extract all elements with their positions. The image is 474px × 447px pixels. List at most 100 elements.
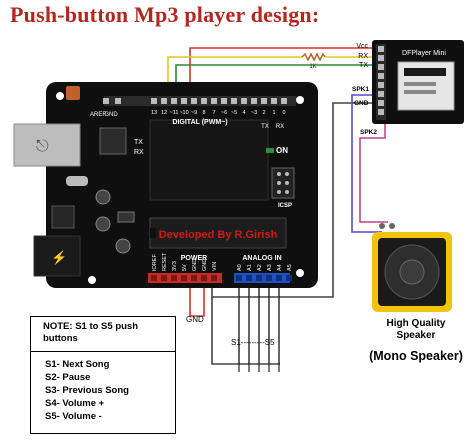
header-pin — [191, 275, 197, 281]
note-item: S2- Pause — [45, 372, 91, 383]
digital-pin-label: 13 — [151, 110, 157, 116]
header-pin — [201, 275, 207, 281]
gnd-wire-label: GND — [186, 315, 204, 324]
digital-pin-label: ~11 — [170, 110, 179, 116]
note-item: S5- Volume - — [45, 411, 102, 422]
digital-pin-label: 4 — [242, 110, 245, 116]
header-pin — [211, 98, 217, 104]
digital-pin-label: ~3 — [251, 110, 257, 116]
header-pin — [151, 275, 157, 281]
power-pin-label: IOREF — [152, 254, 158, 271]
reset-button[interactable] — [66, 86, 80, 100]
analog-label: ANALOG IN — [242, 255, 281, 262]
digital-pin-label: ~9 — [191, 110, 197, 116]
analog-button-wires — [238, 283, 280, 364]
header-pin — [251, 98, 257, 104]
note-box: NOTE: S1 to S5 push buttons S1- Next Son… — [30, 316, 176, 434]
buttons-label: S1---------S5 — [231, 338, 275, 347]
on-led — [266, 148, 274, 153]
analog-pin-label: A4 — [277, 264, 283, 271]
capacitor — [95, 216, 111, 232]
power-jack — [33, 235, 81, 277]
analog-pin-label: A3 — [267, 264, 273, 271]
usb-chip — [99, 127, 127, 155]
arduino-board: ⎋ ⚡ TX RX ON ICSP — [13, 82, 318, 288]
small-chip — [117, 211, 135, 223]
header-pin — [256, 275, 262, 281]
power-pin-label: VIN — [212, 262, 218, 271]
header-pin — [271, 98, 277, 104]
push-buttons — [238, 364, 280, 372]
header-pin — [211, 275, 217, 281]
header-pin — [236, 275, 242, 281]
digital-pin-label: 12 — [161, 110, 167, 116]
header-pin — [201, 98, 207, 104]
power-header — [148, 273, 222, 283]
note-list: S1- Next Song S2- Pause S3- Previous Son… — [31, 352, 175, 423]
header-pin — [231, 98, 237, 104]
header-pin — [103, 98, 109, 104]
digital-pin-label: ~10 — [179, 110, 188, 116]
capacitor — [95, 189, 111, 205]
gnd-pin-label: GND — [104, 112, 118, 118]
dfplayer-vcc-label: Vcc — [356, 43, 368, 50]
power-jack-icon: ⚡ — [51, 250, 67, 266]
capacitor — [115, 238, 131, 254]
dfplayer-title: DFPlayer Mini — [402, 50, 446, 57]
board-rx-label: RX — [134, 149, 144, 156]
dfplayer-gnd-label: GND — [354, 100, 369, 107]
icsp-label: ICSP — [278, 203, 292, 209]
gnd-wire — [211, 102, 380, 298]
dfplayer-pin — [378, 100, 384, 106]
spk1-wire — [351, 94, 382, 233]
power-pin-label: 3V3 — [172, 261, 178, 271]
on-label: ON — [276, 146, 288, 155]
vcc-wire — [189, 47, 380, 317]
analog-header — [234, 273, 292, 283]
header-pin — [266, 275, 272, 281]
diagram-title: Push-button Mp3 player design: — [10, 2, 320, 27]
digital-pin-label: 0 — [282, 110, 285, 116]
note-item: S1- Next Song — [45, 359, 110, 370]
header-pin — [181, 275, 187, 281]
analog-pin-label: A2 — [257, 264, 263, 271]
header-pin — [181, 98, 187, 104]
resistor-1k: 1K — [301, 52, 326, 70]
header-pin — [241, 98, 247, 104]
header-pin — [246, 275, 252, 281]
digital-pin-label: ~5 — [231, 110, 237, 116]
header-pin — [221, 98, 227, 104]
usb-icon: ⎋ — [36, 138, 49, 155]
speaker — [372, 223, 452, 312]
header-pin — [191, 98, 197, 104]
dfplayer-pin — [378, 46, 384, 52]
digital-pin-label: 1 — [272, 110, 275, 116]
power-pin-label: GND — [202, 259, 208, 271]
dfplayer-spk1-label: SPK1 — [352, 86, 369, 93]
spk2-wire — [359, 124, 388, 223]
microcontroller-module — [149, 119, 269, 201]
board-tx-label: TX — [134, 139, 143, 146]
power-label: POWER — [181, 255, 207, 262]
gnd-button-wire — [211, 297, 280, 365]
dfplayer-spk2-label: SPK2 — [360, 129, 377, 136]
header-pin — [151, 98, 157, 104]
header-pin — [276, 275, 282, 281]
header-pin — [115, 98, 121, 104]
icsp-header: ICSP — [271, 167, 295, 209]
note-item: S4- Volume + — [45, 398, 105, 409]
aref-label: AREF — [90, 112, 106, 118]
header-pin — [171, 275, 177, 281]
crystal — [66, 176, 88, 186]
digital-tx-label: TX — [261, 124, 269, 130]
dfplayer-tx-label: TX — [359, 62, 368, 69]
resistor-label: 1K — [309, 64, 316, 70]
dfplayer-pin — [378, 109, 384, 115]
speaker-caption: High Quality Speaker — [386, 318, 446, 341]
dfplayer-pin — [378, 64, 384, 70]
header-pin — [171, 98, 177, 104]
dfplayer-rx-label: RX — [358, 53, 368, 60]
